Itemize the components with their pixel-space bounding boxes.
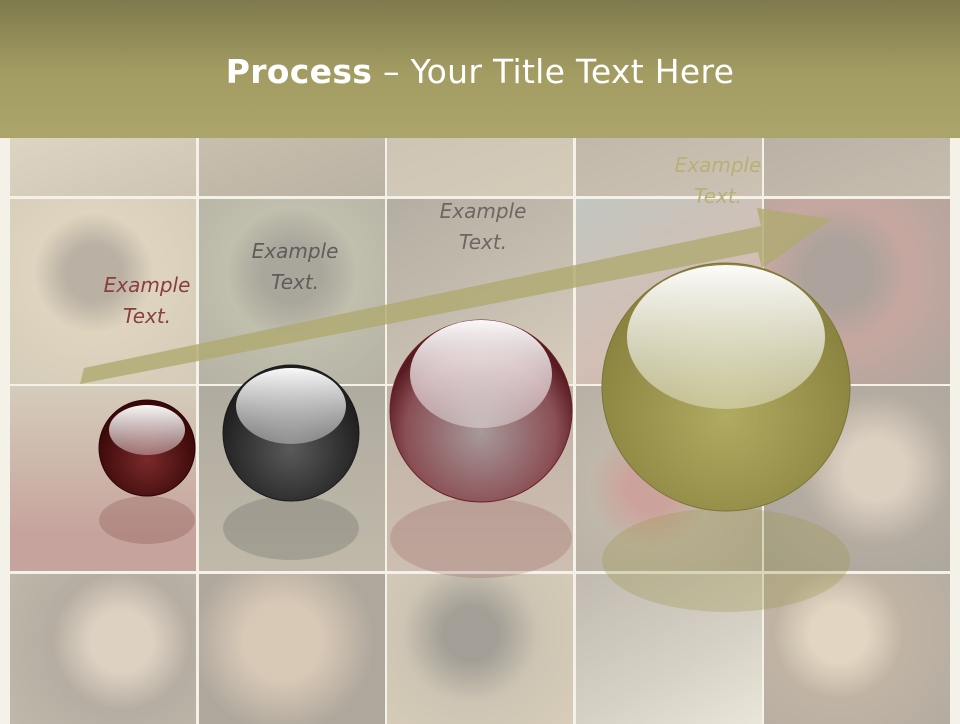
sphere-2-reflection <box>223 496 359 560</box>
photo-tile <box>387 138 573 196</box>
progress-arrow <box>80 208 832 384</box>
photo-tile <box>198 198 385 384</box>
photo-tile <box>575 138 762 196</box>
title-rest: – Your Title Text Here <box>372 52 735 91</box>
photo-tile <box>764 573 950 724</box>
step-4-line2: Text. <box>693 184 743 208</box>
sphere-3 <box>389 319 573 503</box>
photo-tile <box>198 573 385 724</box>
sphere-4-reflection <box>602 508 850 612</box>
sphere-4 <box>601 262 851 512</box>
step-3-label: Example Text. <box>428 196 538 258</box>
step-2-label: Example Text. <box>240 236 350 298</box>
photo-tile <box>10 138 196 196</box>
step-3-line2: Text. <box>458 230 508 254</box>
title-bold: Process <box>225 52 373 91</box>
photo-tile <box>575 573 762 724</box>
title-bar: Process – Your Title Text Here <box>0 0 960 138</box>
step-4-line1: Example <box>674 153 762 177</box>
sphere-1-reflection <box>99 496 195 544</box>
step-3-line1: Example <box>439 199 527 223</box>
step-2-line1: Example <box>251 239 339 263</box>
step-2-line2: Text. <box>270 270 320 294</box>
photo-tile <box>10 573 196 724</box>
sphere-1 <box>98 399 196 497</box>
photo-tile <box>387 573 573 724</box>
step-1-label: Example Text. <box>92 270 202 332</box>
sphere-3-reflection <box>390 498 572 578</box>
step-1-line2: Text. <box>122 304 172 328</box>
photo-tile <box>764 138 950 196</box>
slide-title: Process – Your Title Text Here <box>0 52 960 91</box>
photo-tile <box>198 138 385 196</box>
step-1-line1: Example <box>103 273 191 297</box>
sphere-2 <box>222 364 360 502</box>
step-4-label: Example Text. <box>663 150 773 212</box>
